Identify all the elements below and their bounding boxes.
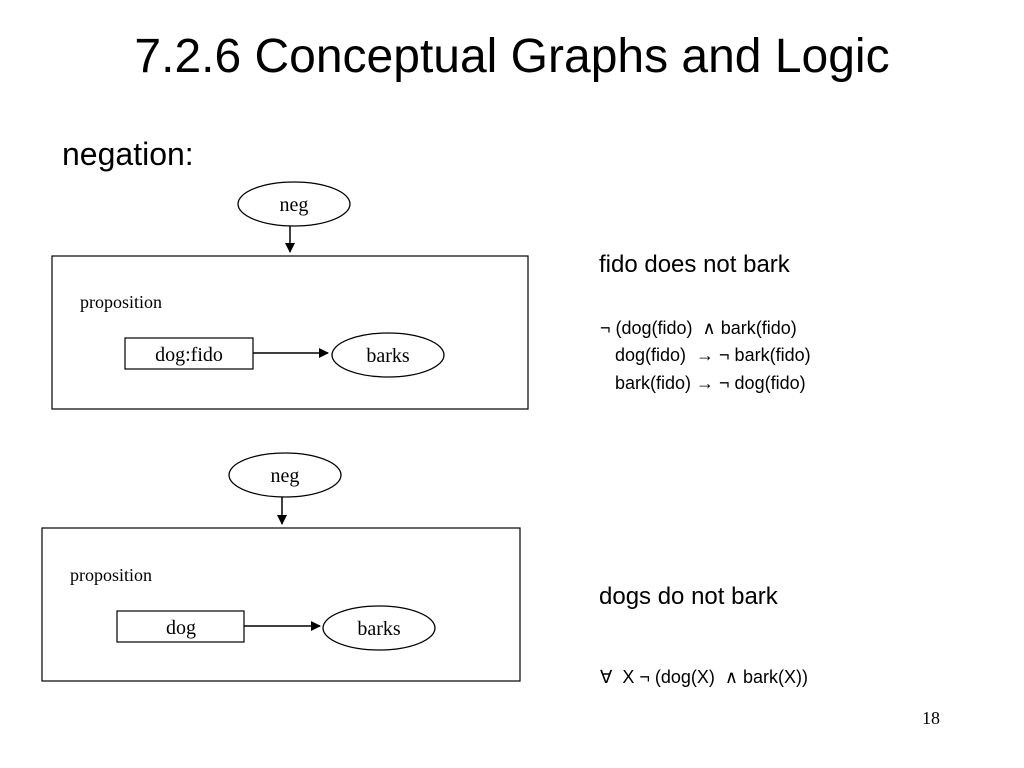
graph-fido: neg proposition dog:fido barks xyxy=(51,181,529,410)
page-number: 18 xyxy=(922,708,940,728)
formula-fido-3: bark(fido) → ¬ dog(fido) xyxy=(600,373,806,393)
concept-label-2: dog xyxy=(166,617,196,639)
proposition-box-1 xyxy=(51,255,529,410)
relation-node-1 xyxy=(331,332,445,378)
neg-node-2 xyxy=(228,452,342,498)
concept-label-1: dog:fido xyxy=(155,344,223,366)
concept-box-2 xyxy=(116,610,245,643)
formula-fido-2: dog(fido) → ¬ bark(fido) xyxy=(600,345,811,365)
formula-fido-1: ¬ (dog(fido) ∧ bark(fido) xyxy=(600,318,797,338)
proposition-label-1: proposition xyxy=(80,292,162,312)
caption-dogs: dogs do not bark xyxy=(599,583,778,610)
relation-label-2: barks xyxy=(357,618,401,640)
neg-label-2: neg xyxy=(271,465,300,487)
graph-dogs: neg proposition dog barks xyxy=(41,452,521,682)
proposition-label-2: proposition xyxy=(70,565,152,585)
neg-node-1 xyxy=(237,181,351,227)
caption-fido: fido does not bark xyxy=(599,251,790,278)
relation-node-2 xyxy=(322,605,436,651)
formula-dogs: ∀ X ¬ (dog(X) ∧ bark(X)) xyxy=(600,667,809,687)
proposition-box-2 xyxy=(41,527,521,682)
section-label: negation: xyxy=(62,136,194,172)
slide-title: 7.2.6 Conceptual Graphs and Logic xyxy=(134,30,890,83)
relation-label-1: barks xyxy=(366,345,410,367)
neg-label-1: neg xyxy=(280,194,309,216)
